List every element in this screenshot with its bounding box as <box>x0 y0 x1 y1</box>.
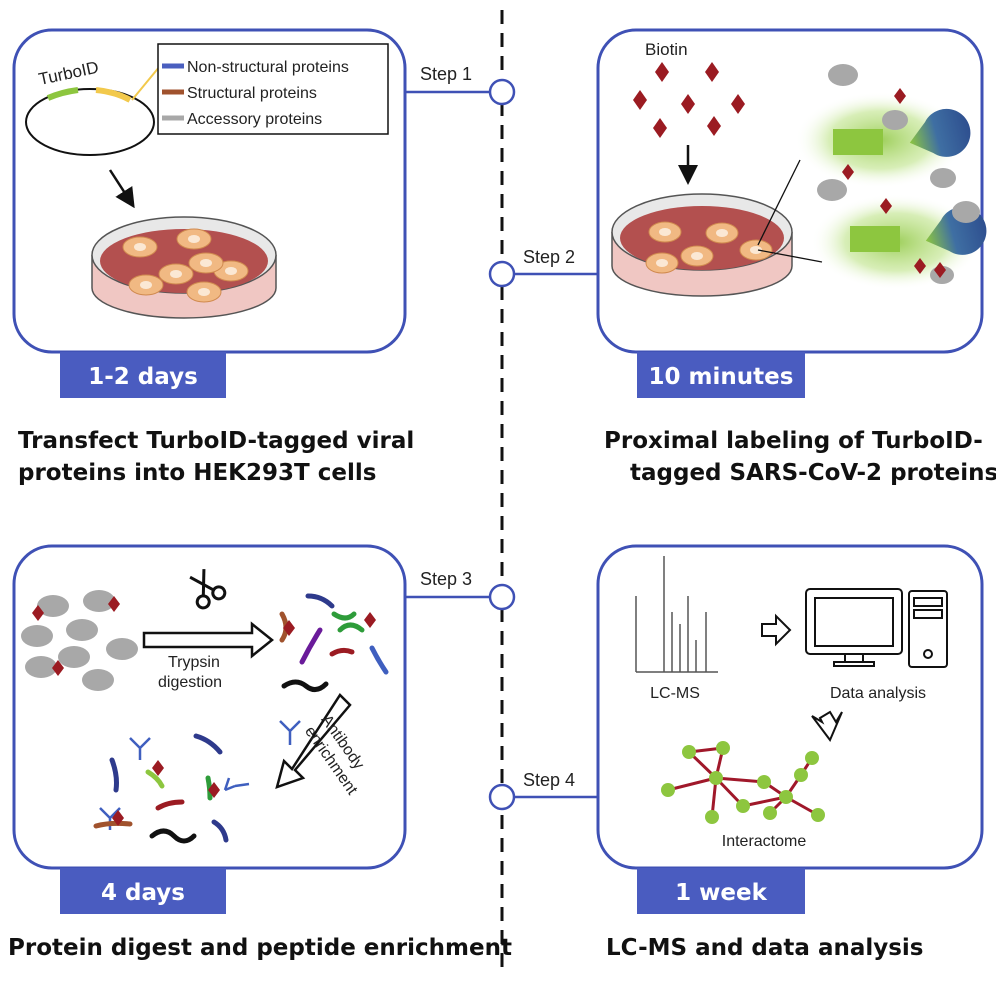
ms-spectrum-icon <box>635 556 718 673</box>
duration-badge-3 <box>60 868 226 914</box>
turboid-labeling-zoom <box>795 64 987 290</box>
protein-legend: Non-structural proteins Structural prote… <box>157 43 389 135</box>
scissors-icon <box>189 569 227 610</box>
step-2-caption-line1: Proximal labeling of TurboID- <box>604 428 983 454</box>
step-1-caption-line1: Transfect TurboID-tagged viral <box>18 428 414 454</box>
data-analysis-label: Data analysis <box>830 685 926 702</box>
legend-accessory: Accessory proteins <box>187 111 322 128</box>
duration-1: 1-2 days <box>88 364 198 390</box>
petri-dish-icon-2 <box>611 193 793 297</box>
step-4-label: Step 4 <box>523 770 575 790</box>
interactome-label: Interactome <box>722 833 807 850</box>
biotin-label: Biotin <box>645 40 688 59</box>
legend-structural: Structural proteins <box>187 85 317 102</box>
panel-proximal-labeling: Biotin <box>596 28 987 398</box>
step-2-connector: Step 2 <box>488 247 598 288</box>
step-2-caption-line2: tagged SARS-CoV-2 proteins <box>630 460 996 486</box>
step-2-label: Step 2 <box>523 247 575 267</box>
protein-cluster <box>21 590 138 691</box>
turboid-segment <box>46 87 79 101</box>
biotin-molecules <box>633 62 745 138</box>
duration-badge-4 <box>637 868 805 914</box>
panel-transfection: TurboID Non-structural proteins Structur… <box>12 28 407 398</box>
arrow-to-dish <box>108 169 135 209</box>
step-3-caption: Protein digest and peptide enrichment <box>8 935 512 961</box>
panel-lcms-analysis: LC-MS Data analysis <box>596 544 984 914</box>
petri-dish-icon <box>91 216 277 319</box>
computer-icon <box>805 588 948 668</box>
panel-digest-enrichment: Trypsin digestion Antibody enrichment <box>12 544 407 914</box>
step-1-caption-line2: proteins into HEK293T cells <box>18 460 376 486</box>
trypsin-arrow <box>142 621 275 659</box>
lcms-label: LC-MS <box>650 685 700 702</box>
interactome-network <box>661 741 825 824</box>
trypsin-label-line1: Trypsin <box>168 654 220 671</box>
to-network-arrow <box>811 710 843 742</box>
duration-3: 4 days <box>101 880 185 906</box>
to-computer-arrow <box>761 613 792 647</box>
duration-badge-2 <box>637 352 805 398</box>
step-1-connector: Step 1 <box>405 64 516 106</box>
gene-segment <box>95 87 132 103</box>
antibody-arrow <box>275 693 352 789</box>
duration-badge-1 <box>60 352 226 398</box>
step-4-connector: Step 4 <box>488 770 598 811</box>
step-4-caption: LC-MS and data analysis <box>606 935 924 961</box>
enriched-peptides <box>93 733 229 844</box>
legend-nonstructural: Non-structural proteins <box>187 59 349 76</box>
duration-4: 1 week <box>675 880 767 906</box>
plasmid-icon <box>25 88 155 156</box>
step-3-label: Step 3 <box>420 569 472 589</box>
step-1-label: Step 1 <box>420 64 472 84</box>
trypsin-label-line2: digestion <box>158 674 222 691</box>
step-3-connector: Step 3 <box>405 569 516 611</box>
duration-2: 10 minutes <box>649 364 794 390</box>
